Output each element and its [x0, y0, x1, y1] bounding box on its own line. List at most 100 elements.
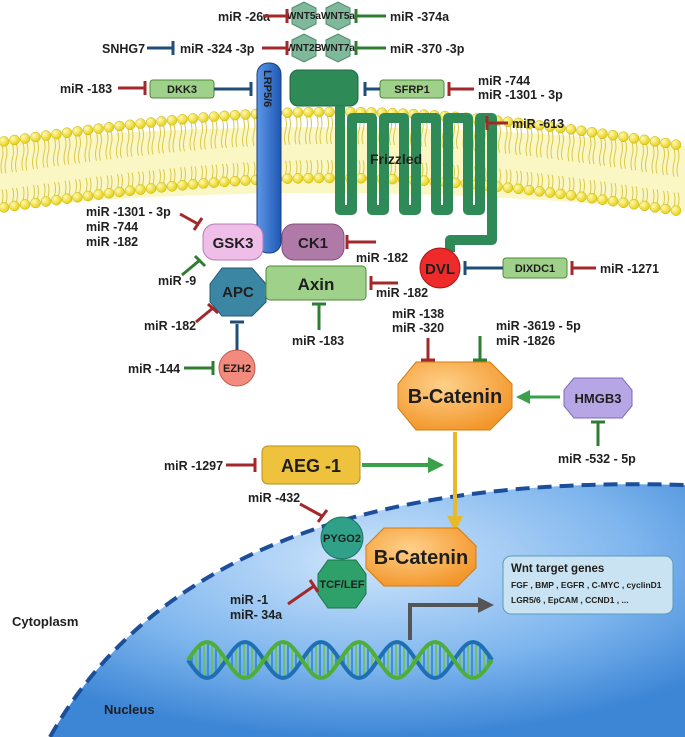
sfrp1-box: SFRP1	[379, 79, 445, 99]
lrp5-6-receptor: LRP5/6	[256, 62, 282, 254]
svg-text:SNHG7: SNHG7	[102, 42, 145, 56]
svg-text:TCF/LEF: TCF/LEF	[319, 579, 364, 591]
svg-text:miR -744: miR -744	[478, 74, 530, 88]
axin-node: Axin	[265, 265, 367, 301]
sfrp1-inhibits-frizzled	[363, 82, 380, 96]
mir-3619-1826-regulator: miR -3619 - 5p miR -1826	[473, 319, 581, 362]
svg-text:miR -744: miR -744	[86, 220, 138, 234]
mir-183-dkk3-regulator: miR -183	[60, 81, 147, 96]
svg-text:miR -9: miR -9	[158, 274, 196, 288]
wnt-target-genes-box: Wnt target genes FGF , BMP , EGFR , C-MY…	[502, 555, 674, 615]
mir-1297-regulator: miR -1297	[164, 458, 257, 473]
beta-catenin-nuclear: B-Catenin	[365, 527, 477, 587]
mir-144-regulator: miR -144	[128, 361, 215, 376]
nuclear-envelope	[48, 482, 685, 737]
wnt5a-ligand-2: WNT5a	[321, 1, 355, 31]
svg-text:miR -532 - 5p: miR -532 - 5p	[558, 452, 636, 466]
activation-arrows	[362, 390, 560, 532]
svg-text:miR -1826: miR -1826	[496, 334, 555, 348]
dkk3-box: DKK3	[149, 79, 215, 99]
svg-text:DVL: DVL	[425, 261, 455, 278]
svg-text:WNT5a: WNT5a	[287, 11, 321, 22]
apc-node: APC	[209, 267, 267, 317]
svg-text:LGR5/6 , EpCAM , CCND1 , ...: LGR5/6 , EpCAM , CCND1 , ...	[511, 595, 629, 605]
svg-text:miR -1271: miR -1271	[600, 262, 659, 276]
dkk3-inhibits-lrp	[214, 82, 253, 96]
svg-text:DKK3: DKK3	[167, 84, 197, 96]
svg-text:miR -1301 - 3p: miR -1301 - 3p	[86, 205, 171, 219]
svg-text:SFRP1: SFRP1	[394, 84, 429, 96]
svg-text:B-Catenin: B-Catenin	[374, 547, 468, 569]
dixdc1-inhibits-dvl	[463, 261, 503, 275]
dna-helix	[186, 640, 494, 680]
mir-1271-regulator: miR -1271	[570, 261, 659, 276]
tcf-lef-node: TCF/LEF	[317, 559, 367, 609]
svg-text:DIXDC1: DIXDC1	[515, 263, 555, 275]
mir-432-regulator: miR -432	[248, 491, 329, 523]
svg-text:miR -182: miR -182	[144, 319, 196, 333]
svg-text:miR -183: miR -183	[60, 82, 112, 96]
hmgb3-node: HMGB3	[563, 377, 633, 419]
wnt5a-ligand: WNT5a	[287, 1, 321, 31]
wnt7a-ligand: WNT7a	[321, 33, 355, 63]
svg-text:FGF , BMP , EGFR , C-MYC , cyc: FGF , BMP , EGFR , C-MYC , cyclinD1	[511, 580, 662, 590]
svg-text:Wnt target genes: Wnt target genes	[511, 563, 604, 575]
mir-182-axin-regulator: miR -182	[369, 276, 428, 300]
svg-text:LRP5/6: LRP5/6	[261, 70, 273, 107]
svg-text:CK1: CK1	[298, 235, 328, 252]
svg-text:PYGO2: PYGO2	[323, 533, 361, 545]
svg-text:Frizzled: Frizzled	[370, 151, 422, 167]
mir-324-regulator: miR -324 -3p	[180, 41, 289, 56]
mir-1-34a-regulator: miR -1 miR- 34a	[230, 579, 320, 622]
ezh2-node: EZH2	[218, 349, 256, 387]
mir-744-1301-sfrp1-regulator: miR -744 miR -1301 - 3p	[447, 74, 563, 102]
svg-text:WNT2B: WNT2B	[286, 43, 322, 54]
dixdc1-box: DIXDC1	[502, 257, 568, 279]
mir-182-ck1-regulator: miR -182	[345, 235, 408, 265]
mir-613-regulator: miR -613	[485, 116, 564, 131]
svg-text:miR -374a: miR -374a	[390, 10, 450, 24]
svg-text:miR -1297: miR -1297	[164, 459, 223, 473]
pygo2-node: PYGO2	[320, 516, 364, 560]
aeg1-node: AEG -1	[261, 445, 361, 485]
cytoplasm-label: Cytoplasm	[12, 614, 78, 629]
svg-text:AEG -1: AEG -1	[281, 456, 341, 476]
svg-text:miR -138: miR -138	[392, 307, 444, 321]
mir-532-regulator: miR -532 - 5p	[558, 420, 636, 466]
svg-text:miR -26a: miR -26a	[218, 10, 271, 24]
svg-text:miR -182: miR -182	[86, 235, 138, 249]
svg-text:miR -183: miR -183	[292, 334, 344, 348]
svg-text:miR -320: miR -320	[392, 321, 444, 335]
svg-text:miR -1: miR -1	[230, 593, 268, 607]
svg-text:GSK3: GSK3	[213, 235, 254, 252]
svg-text:miR -3619 - 5p: miR -3619 - 5p	[496, 319, 581, 333]
mir-26a-regulator: miR -26a	[218, 9, 289, 24]
svg-text:HMGB3: HMGB3	[575, 391, 622, 406]
gsk3-node: GSK3	[202, 223, 264, 261]
svg-text:miR -182: miR -182	[356, 251, 408, 265]
svg-text:Axin: Axin	[298, 275, 335, 294]
svg-text:miR -370 -3p: miR -370 -3p	[390, 42, 465, 56]
svg-text:miR -324 -3p: miR -324 -3p	[180, 42, 255, 56]
ezh2-inhibits-apc	[230, 320, 244, 350]
svg-text:miR -144: miR -144	[128, 362, 180, 376]
beta-catenin-cytoplasmic: B-Catenin	[397, 361, 513, 431]
svg-text:miR- 34a: miR- 34a	[230, 608, 283, 622]
nucleus-label: Nucleus	[104, 702, 155, 717]
mir-138-320-regulator: miR -138 miR -320	[392, 307, 444, 362]
mir-183-axin-regulator: miR -183	[292, 302, 344, 348]
mir-9-regulator: miR -9	[158, 254, 207, 288]
svg-text:miR -613: miR -613	[512, 117, 564, 131]
svg-text:WNT7a: WNT7a	[321, 43, 355, 54]
svg-text:WNT5a: WNT5a	[321, 11, 355, 22]
mir-182-apc-regulator: miR -182	[144, 302, 220, 333]
svg-text:miR -432: miR -432	[248, 491, 300, 505]
ck1-node: CK1	[281, 223, 345, 261]
wnt2b-ligand: WNT2B	[286, 33, 322, 63]
frizzled-receptor: Frizzled	[289, 69, 497, 252]
svg-text:miR -1301 - 3p: miR -1301 - 3p	[478, 88, 563, 102]
mir-370-regulator: miR -370 -3p	[354, 41, 465, 56]
snhg7-regulator: SNHG7	[102, 41, 175, 56]
transcription-arrow	[408, 597, 494, 640]
